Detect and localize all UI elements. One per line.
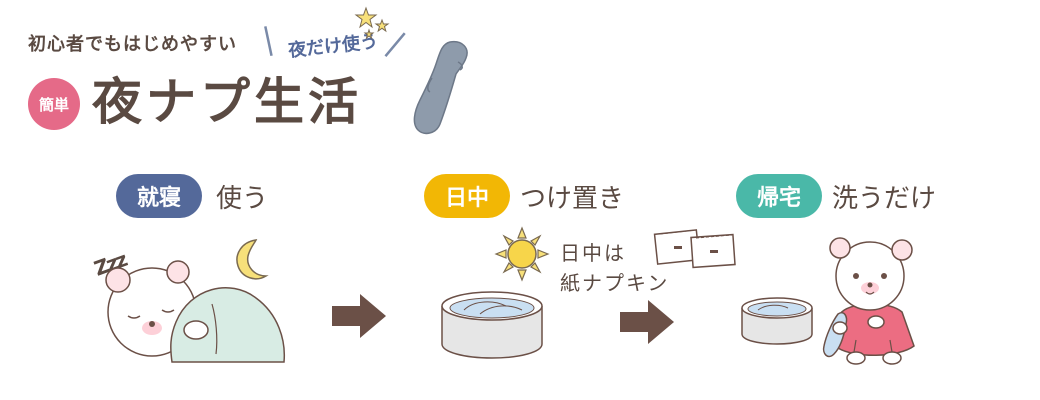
step-badge-bedtime: 就寝: [116, 174, 202, 218]
step-label-use: 使う: [216, 184, 269, 214]
napkin-note-line1: 日中は: [560, 241, 626, 265]
bear-washing-icon: [822, 237, 915, 365]
moon-icon: [236, 239, 269, 280]
cloth-pad-icon: [413, 40, 468, 135]
step-label-wash: 洗うだけ: [832, 184, 937, 214]
page-title: 夜ナプ生活: [92, 73, 362, 131]
step-badge-daytime: 日中: [424, 174, 510, 218]
stars-icon: [354, 6, 390, 40]
napkin-note: 日中は 紙ナプキン: [560, 238, 669, 298]
paper-napkin-icon: [653, 229, 736, 269]
sun-icon: [494, 226, 550, 282]
step-badge-home: 帰宅: [736, 174, 822, 218]
step-label-soak: つけ置き: [520, 184, 625, 214]
divider-slash: |: [259, 21, 277, 58]
sleeping-bear-icon: [105, 260, 286, 363]
soaking-tub-icon: [741, 297, 813, 345]
arrow-right-icon: [620, 300, 674, 344]
soaking-tub-icon: [441, 291, 543, 359]
easy-badge: 簡単: [28, 78, 80, 130]
arrow-right-icon: [332, 294, 386, 338]
napkin-note-line2: 紙ナプキン: [560, 271, 670, 295]
subtitle-text: 初心者でもはじめやすい: [28, 34, 237, 55]
